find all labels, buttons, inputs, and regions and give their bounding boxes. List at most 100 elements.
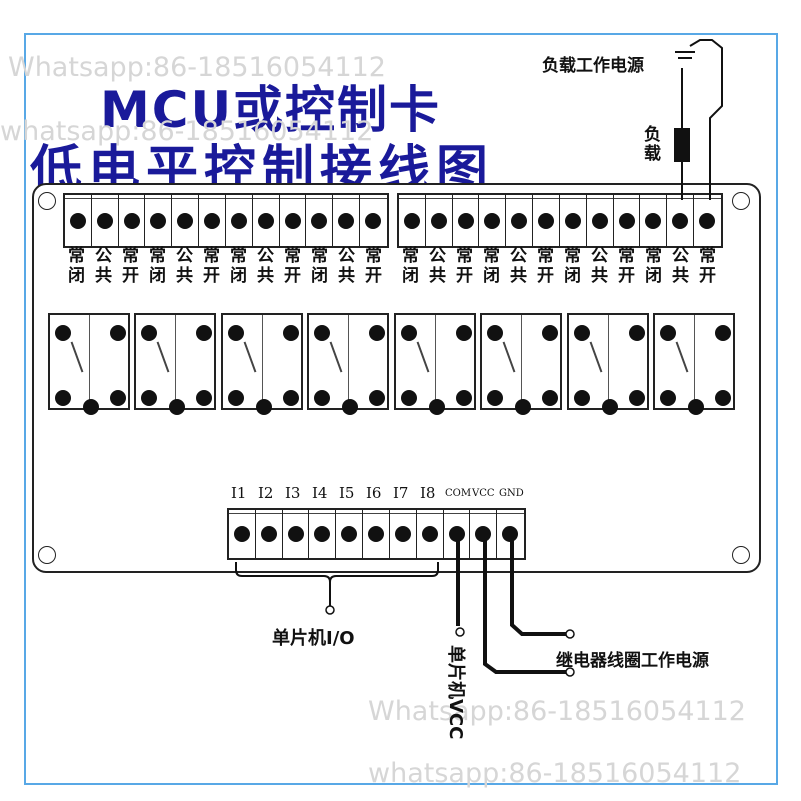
io-label: I2	[258, 484, 274, 502]
terminal-screw	[694, 195, 721, 246]
contact-label: 常闭	[230, 246, 247, 286]
contact-label: 常开	[122, 246, 139, 286]
terminal-screw	[199, 195, 226, 246]
title-line1: MCU或控制卡	[100, 81, 442, 139]
output-terminal-block-right	[397, 193, 723, 248]
relay	[48, 313, 130, 415]
terminal-screw	[172, 195, 200, 246]
mcu-vcc-label: 单片机VCC	[445, 645, 466, 740]
output-terminal-block-left	[63, 193, 389, 248]
contact-label: 公共	[338, 246, 355, 286]
terminal-screw	[306, 195, 334, 246]
io-label: VCC	[472, 488, 495, 499]
terminal-screw	[333, 195, 361, 246]
relay	[134, 313, 216, 415]
load-label: 负载	[644, 125, 661, 164]
terminal-screw	[229, 510, 256, 558]
contact-label: 公共	[672, 246, 689, 286]
coil-power-label: 继电器线圈工作电源	[556, 651, 709, 671]
watermark: whatsapp:86-18516054112	[0, 116, 374, 147]
vcc-terminal	[455, 627, 465, 637]
terminal-screw	[479, 195, 507, 246]
contact-label: 公共	[176, 246, 193, 286]
mount-hole	[732, 546, 750, 564]
contact-label: 公共	[510, 246, 527, 286]
io-label: I6	[366, 484, 382, 502]
relay	[307, 313, 389, 415]
mount-hole	[732, 192, 750, 210]
watermark: Whatsapp:86-18516054112	[8, 52, 386, 83]
contact-label: 常开	[365, 246, 382, 286]
terminal-screw	[225, 195, 253, 246]
io-terminal	[325, 605, 335, 615]
terminal-screw	[667, 195, 695, 246]
contact-label: 常开	[203, 246, 220, 286]
relay	[653, 313, 735, 415]
contact-label: 公共	[95, 246, 112, 286]
terminal-screw	[416, 510, 444, 558]
contact-label: 常闭	[645, 246, 662, 286]
watermark: whatsapp:86-18516054112	[368, 758, 742, 789]
load-power-label: 负载工作电源	[542, 56, 644, 76]
load-resistor	[674, 128, 690, 162]
terminal-screw	[309, 510, 337, 558]
io-label: I5	[339, 484, 355, 502]
contact-label: 公共	[429, 246, 446, 286]
terminal-screw	[640, 195, 668, 246]
contact-label: 常闭	[402, 246, 419, 286]
contact-label: 公共	[257, 246, 274, 286]
relay	[567, 313, 649, 415]
terminal-screw	[506, 195, 534, 246]
border-frame	[24, 33, 778, 785]
contact-label: 公共	[591, 246, 608, 286]
mount-hole	[38, 192, 56, 210]
terminal-screw	[559, 195, 587, 246]
contact-label: 常开	[618, 246, 635, 286]
terminal-screw	[586, 195, 614, 246]
contact-label: 常闭	[483, 246, 500, 286]
relay	[394, 313, 476, 415]
relay	[480, 313, 562, 415]
terminal-screw	[360, 195, 387, 246]
terminal-screw	[118, 195, 146, 246]
terminal-screw	[389, 510, 417, 558]
io-brace	[235, 562, 439, 606]
terminal-screw	[497, 510, 524, 558]
io-label: I7	[393, 484, 409, 502]
terminal-screw	[252, 195, 280, 246]
contact-label: 常开	[284, 246, 301, 286]
terminal-screw	[443, 510, 471, 558]
terminal-screw	[533, 195, 560, 246]
coil-terminal	[565, 629, 575, 639]
vcc-wire	[483, 538, 566, 674]
contact-label: 常闭	[68, 246, 85, 286]
mcu-io-label: 单片机I/O	[272, 628, 355, 649]
contact-label: 常闭	[149, 246, 166, 286]
load-wire	[689, 39, 723, 200]
contact-label: 常开	[456, 246, 473, 286]
terminal-screw	[363, 510, 390, 558]
terminal-screw	[452, 195, 480, 246]
terminal-screw	[65, 195, 92, 246]
terminal-screw	[399, 195, 426, 246]
terminal-screw	[282, 510, 310, 558]
terminal-screw	[91, 195, 119, 246]
terminal-screw	[145, 195, 173, 246]
contact-label: 常开	[699, 246, 716, 286]
io-label: GND	[499, 488, 524, 499]
contact-label: 常闭	[311, 246, 328, 286]
io-label: I3	[285, 484, 301, 502]
watermark: Whatsapp:86-18516054112	[368, 696, 746, 727]
input-terminal-block	[227, 508, 526, 560]
contact-label: 常开	[537, 246, 554, 286]
io-label: I4	[312, 484, 328, 502]
terminal-screw	[279, 195, 307, 246]
terminal-screw	[336, 510, 364, 558]
power-symbol	[675, 51, 695, 59]
io-label: I1	[231, 484, 247, 502]
coil-terminal	[565, 667, 575, 677]
terminal-screw	[255, 510, 283, 558]
mount-hole	[38, 546, 56, 564]
terminal-screw	[470, 510, 498, 558]
io-label: I8	[420, 484, 436, 502]
